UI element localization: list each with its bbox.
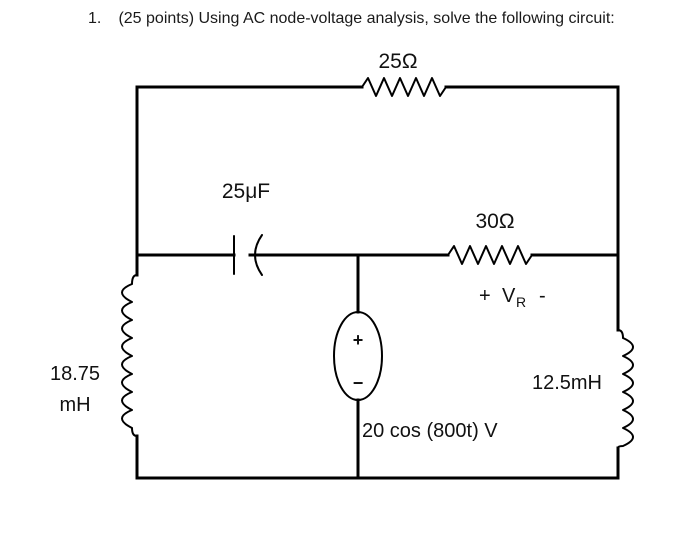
top-wire (135, 85, 364, 277)
vr-name: V (502, 285, 516, 307)
right-inductor (617, 329, 634, 449)
question-prompt: (25 points) Using AC node-voltage analys… (118, 10, 615, 27)
question-number: 1. (88, 10, 102, 27)
source-plus: + (353, 330, 364, 350)
source-minus: − (353, 373, 364, 393)
vr-subscript: R (516, 294, 526, 310)
middle-resistor-label: 30Ω (475, 210, 514, 233)
top-resistor (361, 77, 447, 97)
top-right-wire (444, 85, 620, 332)
capacitor-label: 25μF (222, 180, 270, 203)
bottom-wire (135, 434, 620, 480)
right-inductor-label: 12.5mH (532, 372, 602, 394)
top-resistor-label: 25Ω (378, 50, 417, 73)
vr-plus: + (479, 285, 491, 307)
source-label: 20 cos (800t) V (362, 420, 498, 442)
vr-minus: - (539, 285, 546, 307)
middle-resistor (447, 245, 533, 265)
left-inductor (121, 274, 138, 437)
left-inductor-label-line1: 18.75 (50, 363, 100, 385)
left-inductor-label-line2: mH (59, 394, 90, 416)
question-text: 1. (25 points) Using AC node-voltage ana… (88, 10, 688, 28)
